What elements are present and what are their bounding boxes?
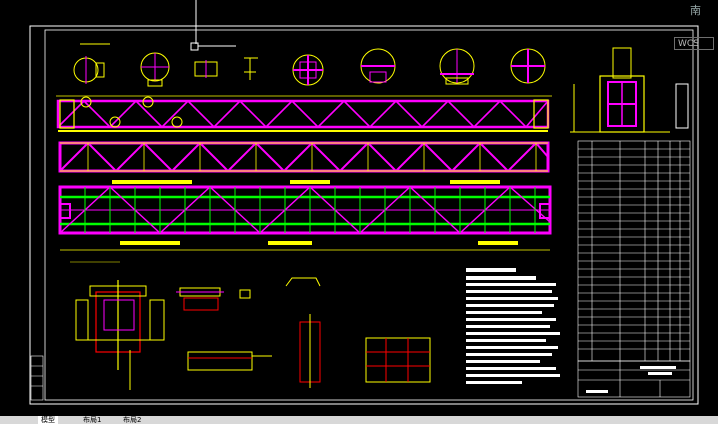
compass-south-label: 南 [690, 4, 701, 17]
support-detail [75, 280, 165, 390]
section-detail-6 [360, 48, 396, 84]
left-margin-strip [30, 355, 44, 401]
layout-tab-bar: 模型 布局1 布局2 [0, 416, 718, 424]
base-plate-detail [365, 337, 431, 383]
bottom-details [75, 277, 431, 390]
side-section-view [570, 47, 689, 133]
section-detail-3 [194, 60, 218, 78]
tab-model[interactable]: 模型 [38, 416, 58, 424]
drawing-frame-outer [29, 25, 699, 405]
bolt-detail [239, 289, 251, 299]
wcs-label: WCS [678, 39, 699, 49]
wcs-menu-button[interactable]: WCS [674, 37, 714, 50]
title-block [577, 360, 691, 398]
section-detail-1 [73, 43, 110, 84]
section-detail-8 [510, 48, 546, 84]
section-detail-4 [244, 57, 258, 80]
tab-layout1[interactable]: 布局1 [83, 416, 102, 424]
technical-notes [466, 268, 560, 384]
material-table [577, 140, 691, 362]
truss-elevation-top [56, 95, 552, 132]
crosshair-pickbox [190, 42, 199, 51]
truss-plan-view [58, 180, 552, 263]
bracket-detail [285, 277, 321, 287]
section-detail-row [73, 43, 546, 87]
column-section-detail [299, 314, 321, 388]
viewcube-compass[interactable]: 南 [690, 2, 701, 18]
drawing-frame-inner [44, 29, 694, 401]
tab-layout2[interactable]: 布局2 [123, 416, 142, 424]
truss-elevation-bottom [58, 141, 550, 173]
section-detail-7 [439, 48, 475, 85]
plate-elevation-detail [187, 351, 272, 371]
section-detail-2 [140, 52, 170, 87]
section-detail-5 [292, 54, 324, 86]
gusset-detail [176, 287, 224, 311]
